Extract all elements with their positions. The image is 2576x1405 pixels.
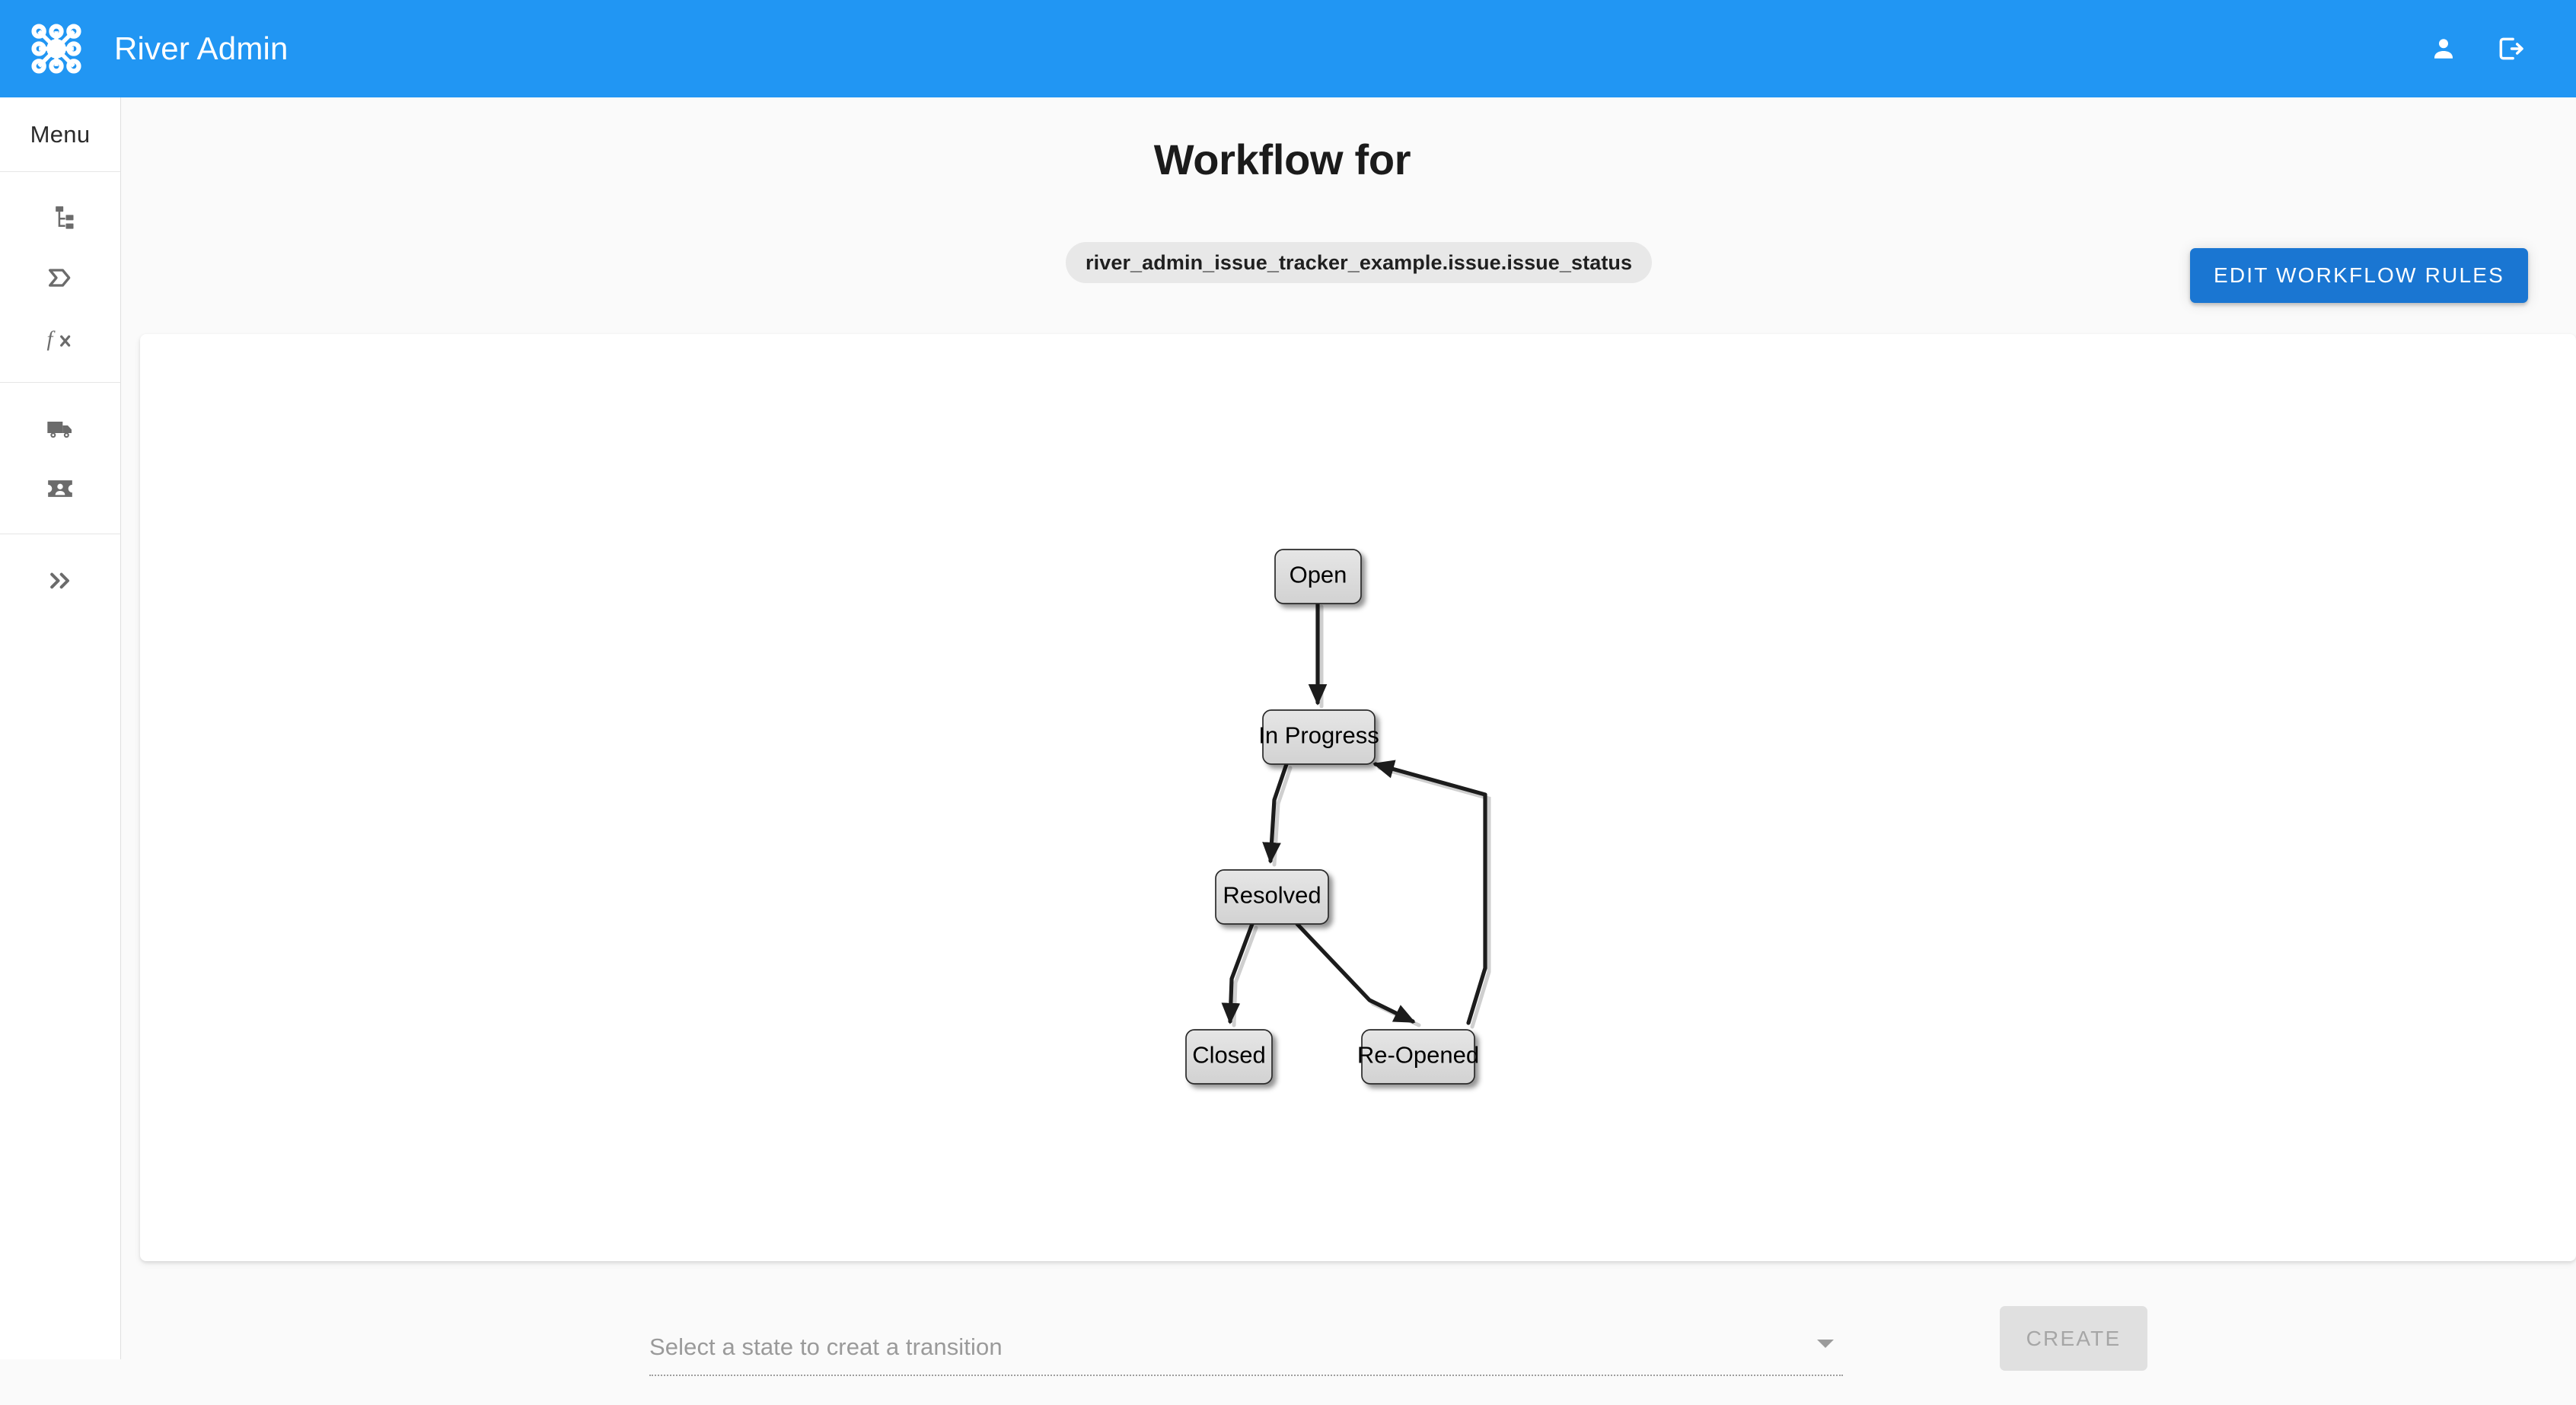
edge-in-progress-resolved: [1262, 762, 1289, 864]
account-tree-icon: [43, 201, 78, 236]
network-hub-icon: [31, 24, 81, 74]
state-node-resolved[interactable]: [1215, 869, 1329, 925]
state-label-resolved: Resolved: [1223, 882, 1321, 909]
app-bar-actions: [2422, 27, 2532, 70]
state-label-re-opened: Re-Opened: [1357, 1042, 1479, 1069]
sidebar-divider: [0, 382, 120, 383]
state-select[interactable]: Select a state to creat a transition: [649, 1320, 1843, 1376]
truck-icon: [43, 412, 78, 447]
transition-edges: [1221, 601, 1487, 1025]
workflow-name-chip: river_admin_issue_tracker_example.issue.…: [1066, 242, 1653, 283]
sidebar-group-expand: [0, 534, 120, 626]
sidebar-item-expand[interactable]: [0, 551, 120, 610]
logout-icon: [2499, 37, 2523, 60]
app-bar: River Admin: [0, 0, 2576, 97]
create-transition-form: Select a state to creat a transition CRE…: [121, 1298, 2576, 1405]
state-node-re-opened[interactable]: [1361, 1029, 1475, 1085]
double-chevron-right-icon: [43, 563, 78, 598]
function-fx-icon: f: [43, 320, 78, 355]
state-label-open: Open: [1290, 562, 1347, 588]
sidebar-group-secondary: [0, 383, 120, 534]
sidebar-item-functions[interactable]: f: [0, 307, 120, 367]
edge-re-opened-in-progress: [1372, 760, 1487, 1025]
app-title: River Admin: [114, 30, 289, 66]
transition-arrow-icon: [43, 260, 78, 295]
sidebar-item-workflows[interactable]: [0, 189, 120, 248]
state-select-placeholder: Select a state to creat a transition: [649, 1333, 1003, 1360]
sidebar-item-shipments[interactable]: [0, 400, 120, 459]
account-button[interactable]: [2422, 27, 2465, 70]
sidebar-menu-label: Menu: [30, 120, 91, 148]
page-title: Workflow for: [1153, 135, 1411, 183]
sidebar-divider: [0, 171, 120, 172]
app-logo[interactable]: [11, 0, 102, 97]
sidebar-item-contacts[interactable]: [0, 459, 120, 518]
sidebar-group-primary: f: [0, 172, 120, 382]
state-nodes[interactable]: Open In Progress Resolved Closed Re-Open…: [1185, 549, 1479, 1085]
chevron-down-icon[interactable]: [1817, 1340, 1834, 1348]
state-node-open[interactable]: [1274, 549, 1362, 604]
state-label-closed: Closed: [1192, 1042, 1266, 1069]
sidebar: Menu f: [0, 97, 121, 1359]
edge-resolved-closed: [1221, 922, 1255, 1024]
create-button[interactable]: CREATE: [2000, 1306, 2147, 1371]
svg-text:f: f: [47, 328, 56, 352]
state-label-in-progress: In Progress: [1258, 722, 1379, 749]
contact-card-icon: [43, 471, 78, 506]
person-icon: [2434, 39, 2453, 59]
edge-resolved-re-opened: [1295, 922, 1416, 1024]
logout-button[interactable]: [2489, 27, 2532, 70]
workflow-graph[interactable]: Open In Progress Resolved Closed Re-Open…: [140, 334, 2576, 1261]
workflow-diagram-card: Open In Progress Resolved Closed Re-Open…: [140, 334, 2576, 1261]
state-node-closed[interactable]: [1185, 1029, 1273, 1085]
sidebar-item-transitions[interactable]: [0, 248, 120, 307]
main-content: Workflow for river_admin_issue_tracker_e…: [121, 97, 2576, 1376]
state-node-in-progress[interactable]: [1262, 709, 1376, 765]
edit-workflow-rules-button[interactable]: EDIT WORKFLOW RULES: [2190, 248, 2528, 303]
